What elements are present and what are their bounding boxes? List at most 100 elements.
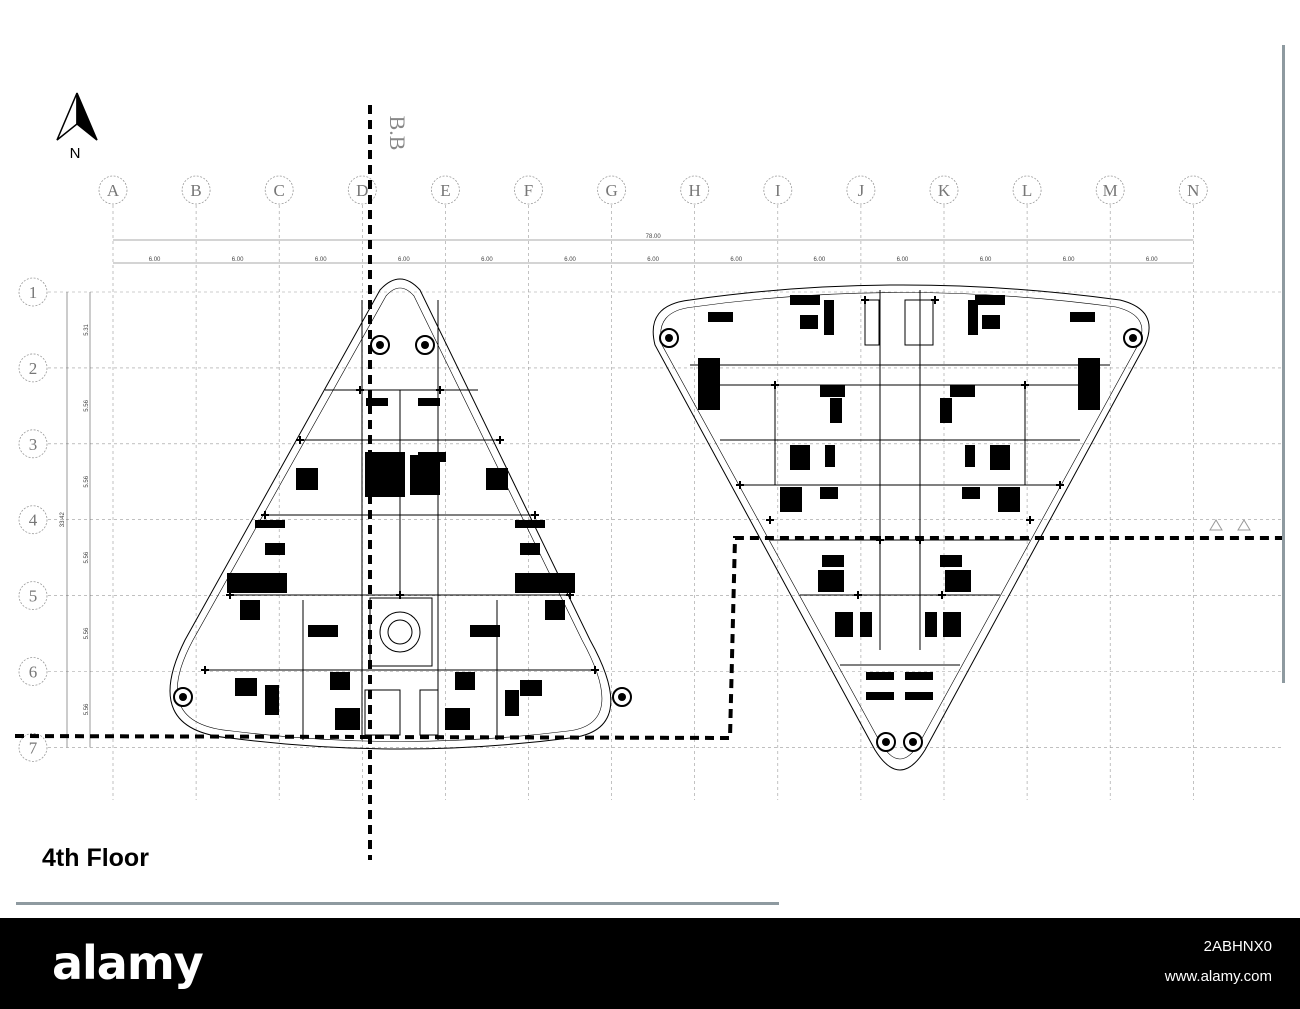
grid-bubble — [846, 175, 876, 205]
website-link[interactable]: www.alamy.com — [1164, 968, 1272, 985]
furniture-block — [818, 570, 844, 592]
furniture-block — [830, 398, 842, 423]
round-table-center — [909, 738, 917, 746]
column-marker — [1026, 516, 1034, 524]
dim-label-bay: 6.00 — [149, 257, 161, 263]
grid-bubble — [18, 277, 48, 307]
grid-label-column: E — [440, 181, 450, 200]
furniture-block — [545, 600, 565, 620]
column-marker — [226, 591, 234, 599]
grid-label-row: 3 — [29, 435, 38, 454]
furniture-block — [445, 708, 470, 730]
column-marker — [356, 386, 364, 394]
column-marker — [1056, 481, 1064, 489]
furniture-block — [296, 468, 318, 490]
furniture-block — [308, 625, 338, 637]
grid-bubble — [18, 657, 48, 686]
grid-bubble — [430, 175, 460, 205]
grid-label-row: 4 — [29, 511, 38, 530]
furniture-block — [505, 690, 519, 716]
column-marker — [771, 381, 779, 389]
grid-bubble — [680, 175, 710, 205]
furniture-block — [698, 358, 720, 410]
grid-bubble — [597, 175, 626, 205]
furniture-block — [455, 672, 475, 690]
column-marker — [396, 591, 404, 599]
furniture-block — [940, 398, 952, 423]
column-marker — [854, 591, 862, 599]
round-table-center — [376, 341, 384, 349]
dim-label-bay-v: 5.56 — [84, 703, 90, 715]
left-building — [169, 278, 612, 750]
dim-label-overall-v: 33.42 — [60, 512, 66, 528]
furniture-block — [968, 300, 978, 335]
grid-bubble — [763, 175, 793, 205]
grid-label-column: G — [605, 181, 617, 200]
grid-label-row: 7 — [29, 738, 38, 757]
furniture-block — [515, 573, 575, 593]
grid-bubble — [18, 429, 48, 459]
right-building — [652, 284, 1150, 771]
round-table-center — [179, 693, 187, 701]
grid-label-column: B — [190, 181, 201, 200]
north-label: N — [70, 145, 81, 162]
furniture-block — [866, 672, 894, 680]
grid-bubble — [18, 505, 48, 535]
grid-label-column: D — [356, 181, 368, 200]
column-marker — [766, 516, 774, 524]
grid-bubble — [1095, 175, 1125, 205]
furniture-block — [820, 487, 838, 499]
grid-label-column: K — [938, 181, 951, 200]
furniture-block — [255, 520, 285, 528]
north-arrow-icon: N — [56, 92, 98, 162]
drawing-title: 4th Floor — [42, 844, 149, 872]
column-marker — [496, 436, 504, 444]
furniture-block — [800, 315, 818, 329]
dim-label-bay: 6.00 — [980, 257, 992, 263]
column-marker — [261, 511, 269, 519]
dim-label-bay-v: 5.31 — [84, 323, 90, 335]
grid-label-column: H — [689, 181, 701, 200]
grid-label-column: N — [1187, 181, 1199, 200]
grid-label-row: 6 — [29, 663, 38, 682]
round-table-center — [421, 341, 429, 349]
column-marker — [931, 296, 939, 304]
round-table-center — [665, 334, 673, 342]
furniture-block — [822, 555, 844, 567]
column-marker — [531, 511, 539, 519]
furniture-block — [965, 445, 975, 467]
grid-label-column: C — [274, 181, 285, 200]
furniture-block — [905, 692, 933, 700]
grid-label-column: J — [858, 181, 865, 200]
grid-label-row: 1 — [29, 283, 38, 302]
furniture-block — [982, 315, 1000, 329]
grid-bubble — [929, 175, 959, 205]
grid-label-column: F — [524, 181, 533, 200]
furniture-block — [790, 445, 810, 470]
round-table-center — [1129, 334, 1137, 342]
furniture-block — [990, 445, 1010, 470]
dim-label-bay: 6.00 — [897, 257, 909, 263]
title-underline — [16, 902, 779, 905]
dim-label-bay: 6.00 — [1063, 257, 1075, 263]
grid-label-column: A — [107, 181, 120, 200]
furniture-block — [945, 570, 971, 592]
column-marker — [938, 591, 946, 599]
furniture-block — [235, 678, 257, 696]
column-marker — [201, 666, 209, 674]
dim-label-overall: 78.00 — [646, 234, 662, 240]
dim-label-bay: 6.00 — [232, 257, 244, 263]
furniture-block — [835, 612, 853, 637]
grid-bubble — [98, 175, 128, 205]
furniture-block — [866, 692, 894, 700]
furniture-block — [905, 672, 933, 680]
furniture-block — [470, 625, 500, 637]
column-marker — [736, 481, 744, 489]
grid-bubble — [1012, 175, 1042, 205]
dim-label-bay: 6.00 — [398, 257, 410, 263]
grid-bubble — [514, 175, 543, 205]
section-label: B.B — [385, 116, 410, 151]
